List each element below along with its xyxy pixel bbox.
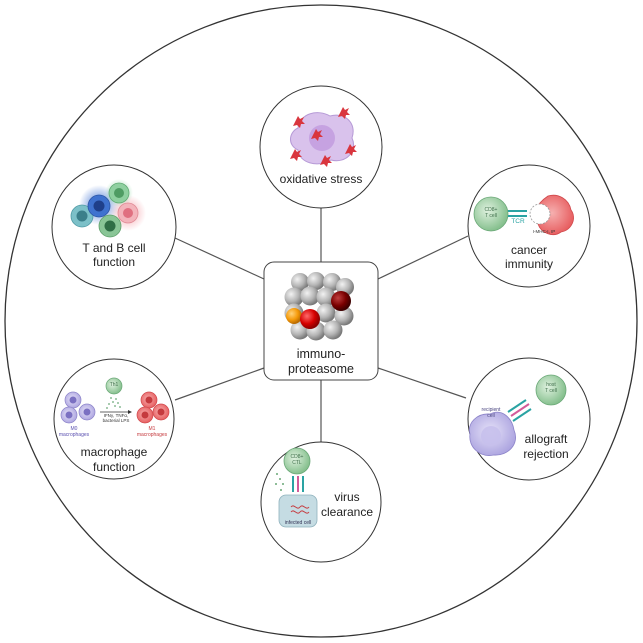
cytokines-label-2: bacterial LPS bbox=[102, 418, 130, 423]
allograft-label-line1: allograft bbox=[524, 432, 568, 446]
infected-cell-icon bbox=[278, 494, 318, 528]
tb-label-line2: function bbox=[92, 255, 136, 269]
mhc-label: I-MHC-I, IP bbox=[532, 229, 556, 234]
proteasome-icon bbox=[284, 272, 354, 341]
granule-dots bbox=[275, 473, 284, 491]
host-t-cell-icon bbox=[535, 374, 567, 406]
cytokine-dots bbox=[106, 397, 121, 409]
lymphocyte-cluster-icon bbox=[70, 179, 146, 238]
cancer-label-line1: cancer bbox=[510, 243, 548, 257]
tumor-cell-icon bbox=[529, 194, 574, 235]
receptor-icons bbox=[292, 476, 304, 492]
allograft-label-line2: rejection bbox=[523, 447, 569, 461]
tb-label-line1: T and B cell bbox=[82, 241, 146, 255]
cancer-cd8-label-2: T cell bbox=[485, 213, 497, 219]
receptor-icons bbox=[507, 399, 532, 422]
m1-label-1: M1 bbox=[148, 426, 156, 432]
allograft-node bbox=[467, 357, 591, 481]
infected-cell-label: infected cell bbox=[284, 520, 312, 526]
macrophage-label-line1: macrophage bbox=[80, 445, 148, 459]
t-cell-icon bbox=[473, 196, 509, 232]
virus-clearance-node bbox=[260, 441, 382, 563]
virus-label-line1: virus bbox=[334, 490, 360, 504]
tb-cell-node bbox=[51, 164, 177, 290]
macrophage-node bbox=[53, 358, 175, 480]
th1-label: Th1 bbox=[109, 382, 119, 388]
cancer-immunity-node bbox=[467, 164, 591, 288]
m0-label-1: M0 bbox=[70, 426, 78, 432]
center-label-line2: proteasome bbox=[287, 362, 354, 376]
recipient-label-2: cell bbox=[487, 413, 495, 419]
recipient-cell-icon bbox=[469, 411, 516, 456]
host-tcell-label-1: host bbox=[546, 382, 556, 388]
cancer-label-line2: immunity bbox=[504, 257, 553, 271]
connector-lines bbox=[174, 208, 469, 442]
ros-burst-icons bbox=[290, 107, 357, 167]
m0-label-2: macrophages bbox=[58, 432, 90, 438]
cancer-cd8-label-1: CD8+ bbox=[484, 207, 498, 213]
center-label-line1: immuno- bbox=[296, 347, 346, 361]
m1-macrophage-icons bbox=[136, 391, 170, 424]
cytokines-label-1: IFNγ, TNFα, bbox=[103, 413, 129, 418]
tcr-label: TCR bbox=[511, 218, 525, 225]
host-tcell-label-2: T cell bbox=[545, 388, 557, 394]
m0-macrophage-icons bbox=[60, 391, 96, 424]
macrophage-label-line2: function bbox=[92, 460, 136, 474]
th1-cell-icon bbox=[105, 377, 123, 395]
m1-label-2: macrophages bbox=[136, 432, 168, 438]
ctl-label-1: CD8+ bbox=[290, 454, 304, 460]
tcr-icon bbox=[508, 210, 527, 217]
arrow-icon bbox=[100, 410, 132, 414]
immunoproteasome-node bbox=[263, 261, 379, 381]
ctl-cell-icon bbox=[283, 447, 311, 475]
oxidative-stress-node bbox=[259, 85, 383, 209]
ctl-label-2: CTL bbox=[292, 460, 302, 466]
virus-label-line2: clearance bbox=[320, 505, 374, 519]
recipient-label-1: recipient bbox=[481, 407, 501, 413]
oxidative-stress-label: oxidative stress bbox=[279, 172, 363, 186]
